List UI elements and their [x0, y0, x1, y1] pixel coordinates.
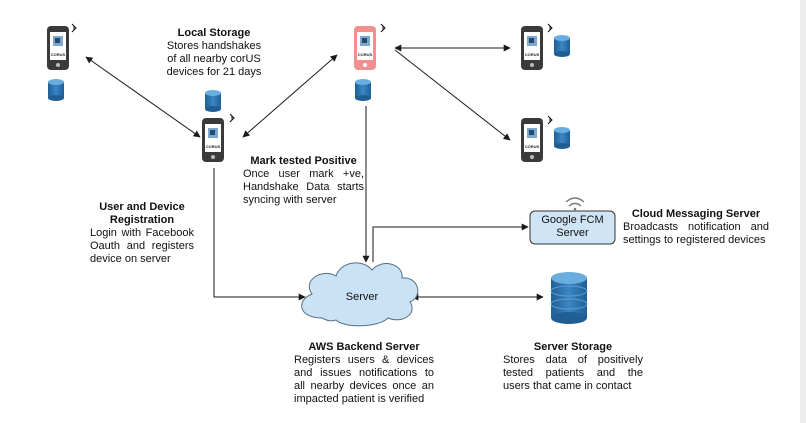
link-phone-b-to-phone-c — [242, 54, 338, 138]
mark-tested-note: Mark tested Positive Once user mark +ve,… — [243, 155, 364, 207]
database-icon — [48, 79, 64, 101]
wifi-icon — [565, 197, 585, 211]
phone-a — [47, 26, 69, 70]
link-phone-a-to-phone-b — [85, 56, 201, 138]
right-edge-border — [800, 0, 806, 423]
phone-b — [202, 118, 224, 162]
phone-e — [521, 118, 543, 162]
cloud-messaging-line: settings to registered devices — [623, 234, 766, 246]
fcm-label-line2: Server — [556, 227, 589, 239]
bluetooth-icon — [547, 23, 553, 33]
local-storage-line: of all nearby corUS — [167, 53, 261, 65]
database-icon — [554, 35, 570, 57]
user-registration-line: device on server — [90, 253, 171, 265]
mark-tested-heading: Mark tested Positive — [250, 155, 357, 167]
local-storage-heading: Local Storage — [177, 27, 251, 39]
server-storage-database-icon — [550, 272, 588, 324]
user-registration-line: Login with Facebook — [90, 227, 194, 239]
user-registration-note: User and Device Registration Login with … — [90, 201, 194, 266]
local-storage-line: Stores handshakes — [166, 40, 262, 52]
bluetooth-icon — [229, 113, 235, 123]
mark-tested-line: Handshake Data starts — [243, 181, 364, 193]
user-registration-heading: Registration — [109, 214, 175, 226]
server-label: Server — [345, 291, 379, 303]
phone-c-positive — [354, 26, 376, 70]
phone-d — [521, 26, 543, 70]
fcm-label: Google FCM Server — [530, 214, 615, 240]
fcm-server-box — [529, 210, 616, 245]
server-storage-line: Stores data of positively — [503, 354, 643, 366]
connectors — [85, 44, 544, 301]
aws-backend-line: Registers users & devices — [294, 354, 434, 366]
server-storage-heading: Server Storage — [533, 341, 613, 353]
server-storage-line: tested patients and the — [503, 367, 643, 379]
database-icon — [205, 90, 221, 112]
mark-tested-line: Once user mark +ve, — [243, 168, 364, 180]
link-server-to-fcm — [372, 223, 529, 262]
database-icon — [355, 79, 371, 101]
aws-server-cloud — [301, 262, 419, 327]
link-phone-b-to-server — [213, 168, 306, 301]
aws-backend-heading: AWS Backend Server — [308, 341, 420, 353]
local-storage-note: Local Storage Stores handshakes of all n… — [158, 27, 270, 79]
cloud-messaging-note: Cloud Messaging Server Broadcasts notifi… — [623, 208, 769, 247]
server-storage-note: Server Storage Stores data of positively… — [503, 341, 643, 393]
mark-tested-line: syncing with server — [243, 194, 337, 206]
link-phone-c-to-phone-e — [394, 49, 511, 141]
server-storage-line: users that came in contact — [503, 380, 632, 392]
bluetooth-icon — [547, 115, 553, 125]
aws-backend-line: and issues notifications to — [294, 367, 434, 379]
cloud-messaging-heading: Cloud Messaging Server — [631, 208, 761, 220]
user-registration-line: Oauth and registers — [90, 240, 194, 252]
local-storage-line: devices for 21 days — [166, 66, 262, 78]
bluetooth-icon — [71, 23, 77, 33]
aws-backend-note: AWS Backend Server Registers users & dev… — [294, 341, 434, 406]
bluetooth-icon — [380, 23, 386, 33]
aws-backend-line: impacted patient is verified — [294, 393, 425, 405]
database-icon — [554, 127, 570, 149]
user-registration-heading: User and Device — [99, 201, 185, 213]
fcm-label-line1: Google FCM — [541, 214, 604, 226]
cloud-messaging-line: Broadcasts notification and — [623, 221, 769, 233]
aws-backend-line: all nearby devices once an — [294, 380, 434, 392]
